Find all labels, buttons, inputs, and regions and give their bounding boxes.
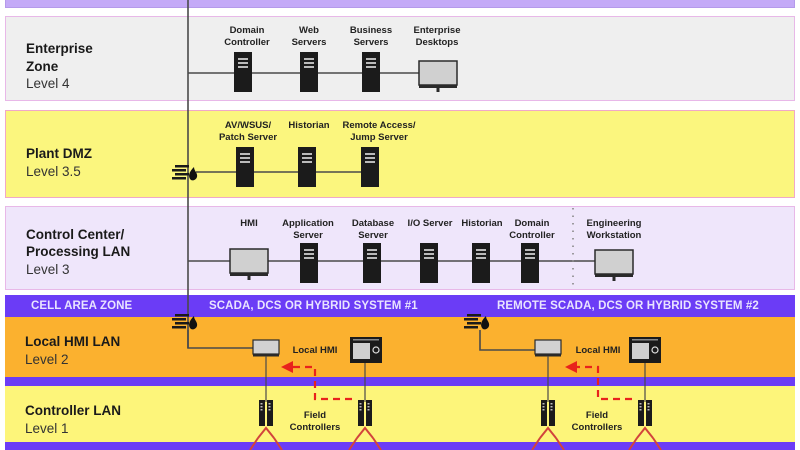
control-center-level: Level 3 — [26, 262, 70, 277]
engineering-workstation-icon — [594, 249, 634, 282]
application-server-icon — [300, 243, 318, 283]
cell-firewall-2-icon — [464, 314, 490, 330]
historian-dmz-icon — [298, 147, 316, 187]
jump-server-icon — [361, 147, 379, 187]
controller-lan-title: Controller LAN — [25, 403, 121, 418]
local-hmi-lan-title: Local HMI LAN — [25, 334, 121, 349]
domain-controller-l3-icon — [521, 243, 539, 283]
plant-dmz-zone: Plant DMZ Level 3.5 — [5, 110, 795, 198]
jump-server-label: Remote Access/Jump Server — [342, 120, 416, 143]
local-hmi-lan-zone: Local HMI LAN Level 2 — [5, 317, 795, 377]
local-hmi-lan-level: Level 2 — [25, 352, 69, 367]
cell-area-zone-label: CELL AREA ZONE — [31, 300, 133, 312]
level-separator-bar — [5, 377, 795, 386]
controller-lan-zone: Controller LAN Level 1 — [5, 386, 795, 442]
historian-l3-icon — [472, 243, 490, 283]
enterprise-zone-title-2: Zone — [26, 59, 59, 74]
field-controller-1a-icon — [259, 400, 273, 426]
dashed-arrow-1 — [281, 361, 293, 373]
local-hmi-panel-1-icon — [349, 336, 383, 364]
enterprise-zone: Enterprise Zone Level 4 — [5, 16, 795, 101]
local-hmi-2-label: Local HMI — [575, 345, 621, 356]
top-zone-band — [5, 0, 795, 8]
historian-l3-label: Historian — [461, 218, 503, 229]
field-controller-2b-icon — [638, 400, 652, 426]
controller-lan-level: Level 1 — [25, 421, 69, 436]
cell-firewall-1-icon — [172, 314, 198, 330]
control-center-zone: Control Center/ Processing LAN Level 3 — [5, 206, 795, 290]
web-servers-icon — [300, 52, 318, 92]
enterprise-zone-level: Level 4 — [26, 76, 70, 91]
av-wsus-label: AV/WSUS/Patch Server — [218, 120, 278, 143]
av-wsus-server-icon — [236, 147, 254, 187]
switch-2-icon — [534, 339, 562, 358]
dmz-firewall-icon — [172, 165, 198, 181]
switch-1-icon — [252, 339, 280, 358]
bottom-zone-bar — [5, 442, 795, 450]
domain-controller-l4-icon — [234, 52, 252, 92]
system-1-label: SCADA, DCS OR HYBRID SYSTEM #1 — [209, 300, 418, 312]
database-server-icon — [363, 243, 381, 283]
local-hmi-panel-2-icon — [628, 336, 662, 364]
hmi-l3-icon — [229, 248, 269, 281]
field-controller-2a-icon — [541, 400, 555, 426]
hmi-l3-label: HMI — [240, 218, 258, 229]
business-servers-icon — [362, 52, 380, 92]
historian-dmz-label: Historian — [288, 120, 330, 131]
system-2-label: REMOTE SCADA, DCS OR HYBRID SYSTEM #2 — [497, 300, 759, 312]
plant-dmz-level: Level 3.5 — [26, 164, 81, 179]
cell-area-zone-bar: CELL AREA ZONE SCADA, DCS OR HYBRID SYST… — [5, 295, 795, 317]
io-server-icon — [420, 243, 438, 283]
plant-dmz-title: Plant DMZ — [26, 146, 92, 161]
control-center-title-2: Processing LAN — [26, 244, 131, 259]
enterprise-zone-title-1: Enterprise — [26, 41, 93, 56]
local-hmi-1-label: Local HMI — [292, 345, 338, 356]
dashed-arrow-2 — [565, 361, 577, 373]
control-center-title-1: Control Center/ — [26, 227, 125, 242]
field-controller-1b-icon — [358, 400, 372, 426]
enterprise-desktops-icon — [418, 60, 458, 93]
io-server-label: I/O Server — [407, 218, 453, 229]
